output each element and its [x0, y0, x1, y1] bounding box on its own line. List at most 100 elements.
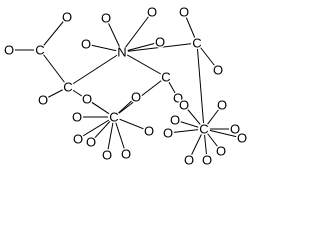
atom-label-background [120, 148, 132, 160]
atom-label-background [215, 145, 227, 157]
atom-o13: O [101, 148, 113, 163]
atom-o15: O [143, 124, 155, 139]
bond-c5-o18 [77, 116, 115, 140]
atom-label: O [101, 11, 111, 26]
atom-label: O [237, 131, 247, 146]
atom-label-background [85, 136, 97, 148]
atom-o25: O [162, 126, 174, 141]
atom-o24: O [183, 153, 195, 168]
atom-label: O [163, 126, 173, 141]
atom-o14: O [120, 147, 132, 162]
atom-label: O [184, 153, 194, 168]
atom-label-background [37, 94, 49, 106]
bond-c5-o15 [113, 116, 150, 132]
atom-o27: O [236, 131, 248, 146]
bond-n1-o6 [121, 11, 153, 53]
atom-o5: O [100, 11, 112, 26]
atom-o22: O [215, 144, 227, 159]
atom-label: O [217, 98, 227, 113]
atom-c1: C [34, 43, 46, 58]
atom-label-background [81, 93, 93, 105]
atom-n1: N [116, 45, 128, 60]
atom-label-background [178, 99, 190, 111]
atom-label: O [179, 98, 189, 113]
atom-label-background [130, 91, 142, 103]
atom-o2: O [61, 10, 73, 25]
atom-label-background [162, 127, 174, 139]
atom-o12: O [85, 135, 97, 150]
atom-label-background [3, 44, 15, 56]
atom-label-background [183, 154, 195, 166]
atom-c3: C [191, 36, 203, 51]
atom-label: N [117, 45, 126, 60]
bond-n1-o4 [85, 43, 123, 53]
atom-label: O [170, 113, 180, 128]
bond-c5-o13 [106, 116, 115, 156]
atom-o9: O [212, 63, 224, 78]
atom-label-background [229, 123, 241, 135]
atom-label: O [179, 5, 189, 20]
bond-c1-c2 [39, 49, 69, 88]
atom-label: O [213, 63, 223, 78]
atom-label-background [101, 149, 113, 161]
atom-label: O [144, 124, 154, 139]
atom-label: O [230, 122, 240, 137]
bond-c7-o25 [167, 128, 205, 134]
atom-o19: O [178, 98, 190, 113]
atom-label: O [155, 35, 165, 50]
bond-c3-c7 [196, 42, 205, 130]
atom-label: O [62, 10, 72, 25]
bond-n1-c4 [121, 51, 167, 78]
atom-label: C [63, 80, 72, 95]
atom-c4: C [160, 70, 172, 85]
atom-label: O [72, 110, 82, 125]
atom-o26: O [169, 113, 181, 128]
atom-label-background [154, 36, 166, 48]
atom-label: O [81, 37, 91, 52]
atom-o3: O [37, 93, 49, 108]
atom-o7: O [154, 35, 166, 50]
atom-label-background [34, 44, 46, 56]
atom-label: O [73, 132, 83, 147]
atom-label: C [192, 36, 201, 51]
atom-label: C [35, 43, 44, 58]
bond-c5-o14 [113, 116, 127, 155]
bond-c2-n1 [67, 51, 123, 88]
atom-label-background [198, 123, 210, 135]
atom-label-background [108, 111, 120, 123]
atom-label-background [62, 81, 74, 93]
atom-c2: C [62, 80, 74, 95]
atom-o4: O [80, 37, 92, 52]
atom-label: O [102, 148, 112, 163]
atom-label: O [121, 147, 131, 162]
atom-label: C [199, 122, 208, 137]
atom-label-background [61, 11, 73, 23]
atom-o23: O [201, 153, 213, 168]
atom-label-background [201, 154, 213, 166]
atom-o6: O [146, 5, 158, 20]
atom-label-background [212, 64, 224, 76]
atom-label-background [71, 111, 83, 123]
bonds-layer [9, 11, 243, 161]
atom-label-background [146, 6, 158, 18]
atom-label-background [216, 99, 228, 111]
atom-label-background [160, 71, 172, 83]
atom-label: O [4, 43, 14, 58]
atom-label: C [109, 110, 118, 125]
atom-c5: C [108, 110, 120, 125]
atom-o16: O [130, 90, 142, 105]
atom-label: O [216, 144, 226, 159]
atom-o11: O [71, 110, 83, 125]
atom-label-background [236, 132, 248, 144]
atom-o17: O [81, 92, 93, 107]
atom-label-background [72, 133, 84, 145]
atom-label: O [86, 135, 96, 150]
atom-o8: O [178, 5, 190, 20]
atom-label: O [147, 5, 157, 20]
atom-label-background [178, 6, 190, 18]
atom-label-background [143, 125, 155, 137]
atom-label-background [80, 38, 92, 50]
